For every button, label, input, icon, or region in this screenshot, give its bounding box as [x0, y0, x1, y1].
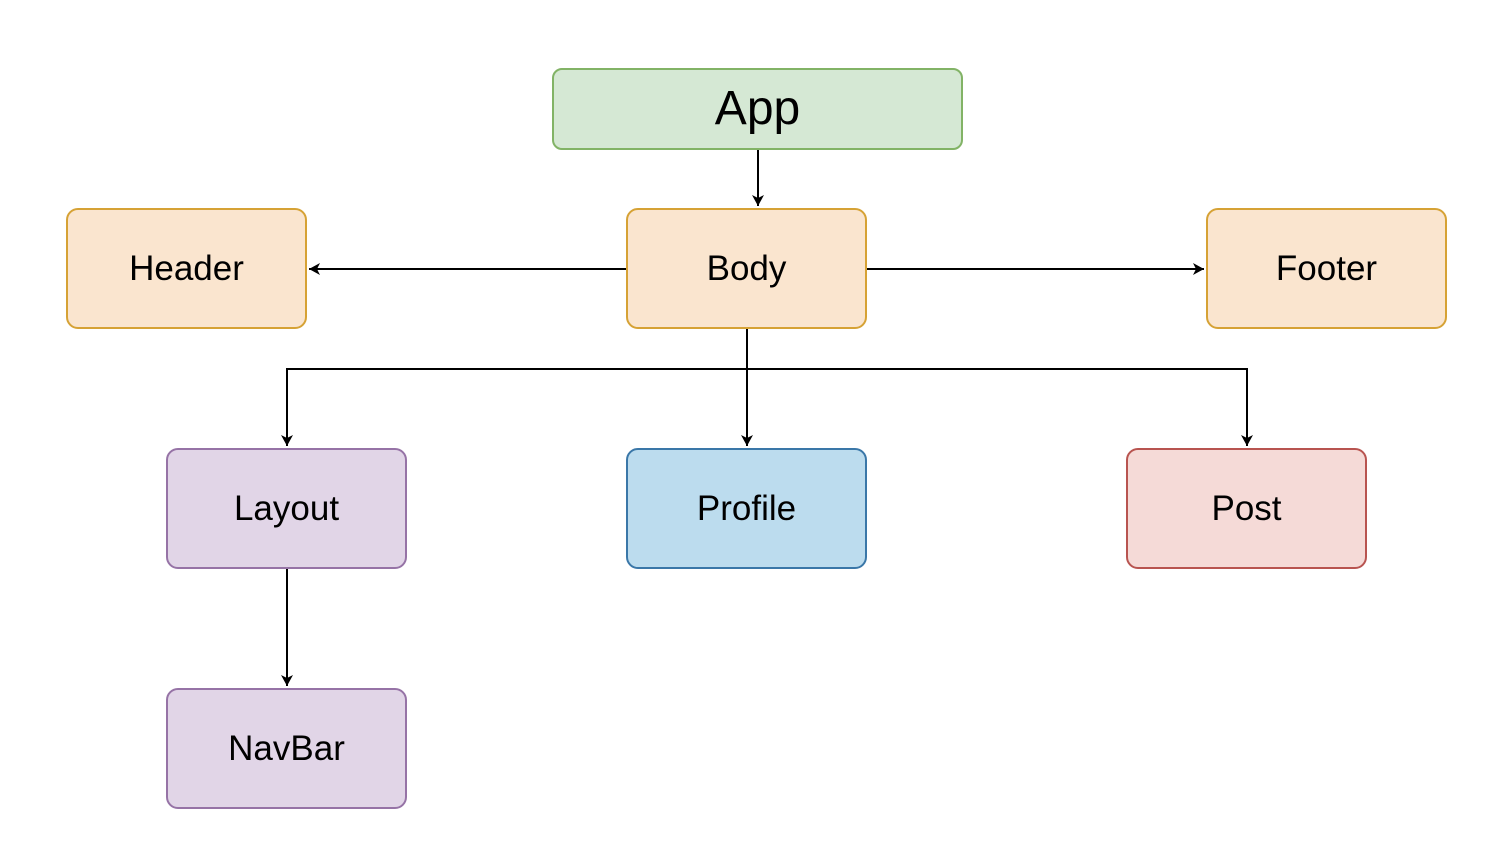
- node-label: NavBar: [228, 729, 345, 768]
- node-label: Profile: [696, 489, 797, 528]
- node-profile[interactable]: Profile: [626, 448, 867, 569]
- node-body[interactable]: Body: [626, 208, 867, 329]
- node-footer[interactable]: Footer: [1206, 208, 1447, 329]
- node-label: Body: [706, 249, 787, 288]
- node-label: Layout: [233, 489, 340, 528]
- edge-body-post: [746, 329, 1253, 446]
- edge-body-layout: [281, 329, 748, 446]
- node-navbar[interactable]: NavBar: [166, 688, 407, 809]
- node-layout[interactable]: Layout: [166, 448, 407, 569]
- node-header[interactable]: Header: [66, 208, 307, 329]
- node-app[interactable]: App: [552, 68, 963, 150]
- node-label: App: [714, 82, 801, 135]
- node-post[interactable]: Post: [1126, 448, 1367, 569]
- node-label: Post: [1211, 489, 1282, 528]
- node-label: Footer: [1275, 249, 1378, 288]
- node-label: Header: [129, 249, 244, 288]
